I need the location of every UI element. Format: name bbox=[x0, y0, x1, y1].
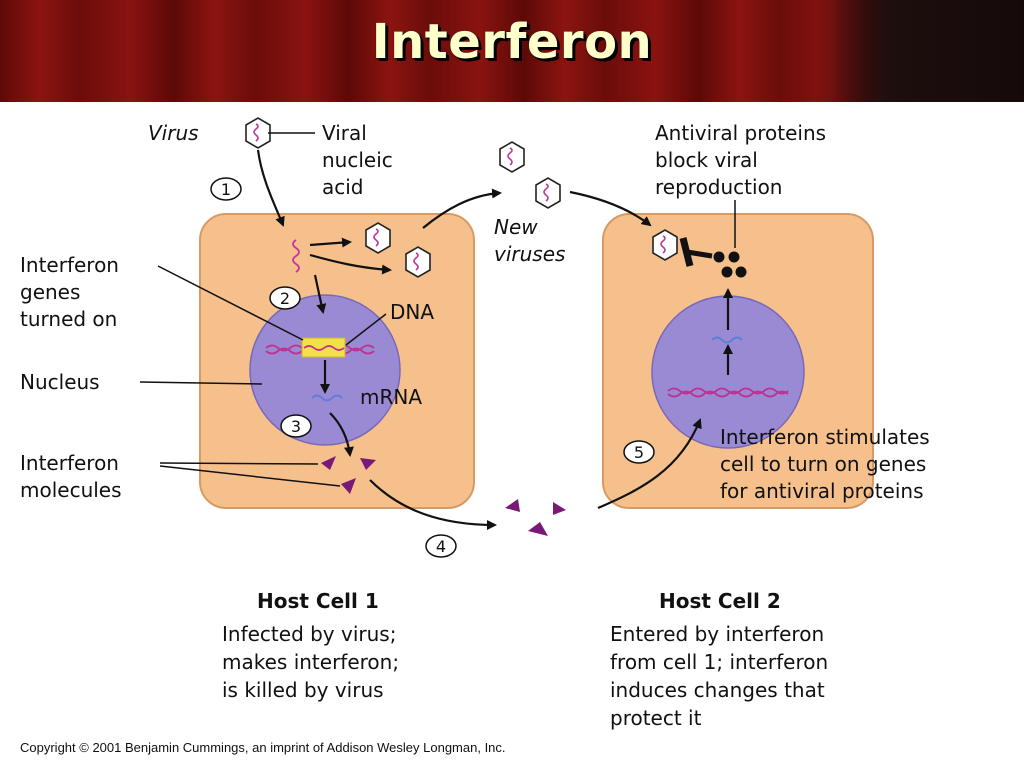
label-interferon-genes-2: genes bbox=[20, 280, 80, 304]
label-viral-nucleic-acid-1: Viral bbox=[322, 121, 367, 145]
host-cell-2-title: Host Cell 2 bbox=[659, 589, 781, 613]
antiviral-protein-blocker bbox=[679, 237, 747, 278]
slide-header bbox=[0, 0, 1024, 102]
svg-text:5: 5 bbox=[634, 443, 644, 462]
leader-lines bbox=[139, 132, 736, 487]
host-cell-1-title: Host Cell 1 bbox=[257, 589, 379, 613]
label-viral-nucleic-acid-2: nucleic bbox=[322, 148, 393, 172]
label-dna: DNA bbox=[390, 300, 434, 324]
virus-icon-released-2 bbox=[535, 177, 561, 209]
header-dark-band bbox=[814, 0, 1024, 102]
label-interferon-stimulates-2: cell to turn on genes bbox=[720, 452, 926, 476]
virus-icon-released-1 bbox=[499, 141, 525, 173]
step-2: 2 bbox=[269, 286, 301, 310]
virus-icon-top bbox=[245, 117, 271, 149]
svg-text:3: 3 bbox=[291, 417, 301, 436]
label-interferon-stimulates-1: Interferon stimulates bbox=[720, 425, 930, 449]
label-interferon-molecules-2: molecules bbox=[20, 478, 122, 502]
svg-text:2: 2 bbox=[280, 289, 290, 308]
dna-strand-cell-2 bbox=[667, 387, 789, 398]
virus-icon-new-2 bbox=[405, 246, 431, 278]
viral-nucleic-acid-cell-1 bbox=[292, 239, 300, 273]
host-cell-1-desc-3: is killed by virus bbox=[222, 678, 384, 702]
copyright-notice: Copyright © 2001 Benjamin Cummings, an i… bbox=[20, 740, 506, 755]
label-nucleus: Nucleus bbox=[20, 370, 100, 394]
host-cell-2-desc-1: Entered by interferon bbox=[610, 622, 824, 646]
virus-icon-blocked bbox=[652, 229, 678, 261]
svg-text:1: 1 bbox=[221, 180, 231, 199]
label-interferon-genes-1: Interferon bbox=[20, 253, 119, 277]
step-5: 5 bbox=[623, 440, 655, 464]
mrna-cell-2 bbox=[711, 336, 743, 344]
interferon-molecules bbox=[321, 456, 566, 536]
label-interferon-stimulates-3: for antiviral proteins bbox=[720, 479, 924, 503]
slide-title: Interferon bbox=[371, 14, 653, 70]
label-new-viruses-1: New bbox=[494, 215, 538, 239]
label-antiviral-1: Antiviral proteins bbox=[655, 121, 826, 145]
mrna-cell-1 bbox=[311, 394, 343, 402]
label-antiviral-3: reproduction bbox=[655, 175, 782, 199]
host-cell-2-desc-4: protect it bbox=[610, 706, 702, 730]
host-cell-2-desc-3: induces changes that bbox=[610, 678, 825, 702]
label-antiviral-2: block viral bbox=[655, 148, 758, 172]
step-1: 1 bbox=[210, 177, 242, 201]
svg-text:4: 4 bbox=[436, 537, 446, 556]
host-cell-1-desc-2: makes interferon; bbox=[222, 650, 399, 674]
label-viral-nucleic-acid-3: acid bbox=[322, 175, 364, 199]
host-cell-1-desc-1: Infected by virus; bbox=[222, 622, 396, 646]
label-virus: Virus bbox=[148, 121, 199, 145]
virus-icon-new-1 bbox=[365, 222, 391, 254]
host-cell-2-desc-2: from cell 1; interferon bbox=[610, 650, 828, 674]
step-3: 3 bbox=[280, 414, 312, 438]
flow-arrows bbox=[256, 149, 733, 530]
label-new-viruses-2: viruses bbox=[494, 242, 565, 266]
label-interferon-molecules-1: Interferon bbox=[20, 451, 119, 475]
label-mrna: mRNA bbox=[360, 385, 422, 409]
step-4: 4 bbox=[425, 534, 457, 558]
label-interferon-genes-3: turned on bbox=[20, 307, 117, 331]
